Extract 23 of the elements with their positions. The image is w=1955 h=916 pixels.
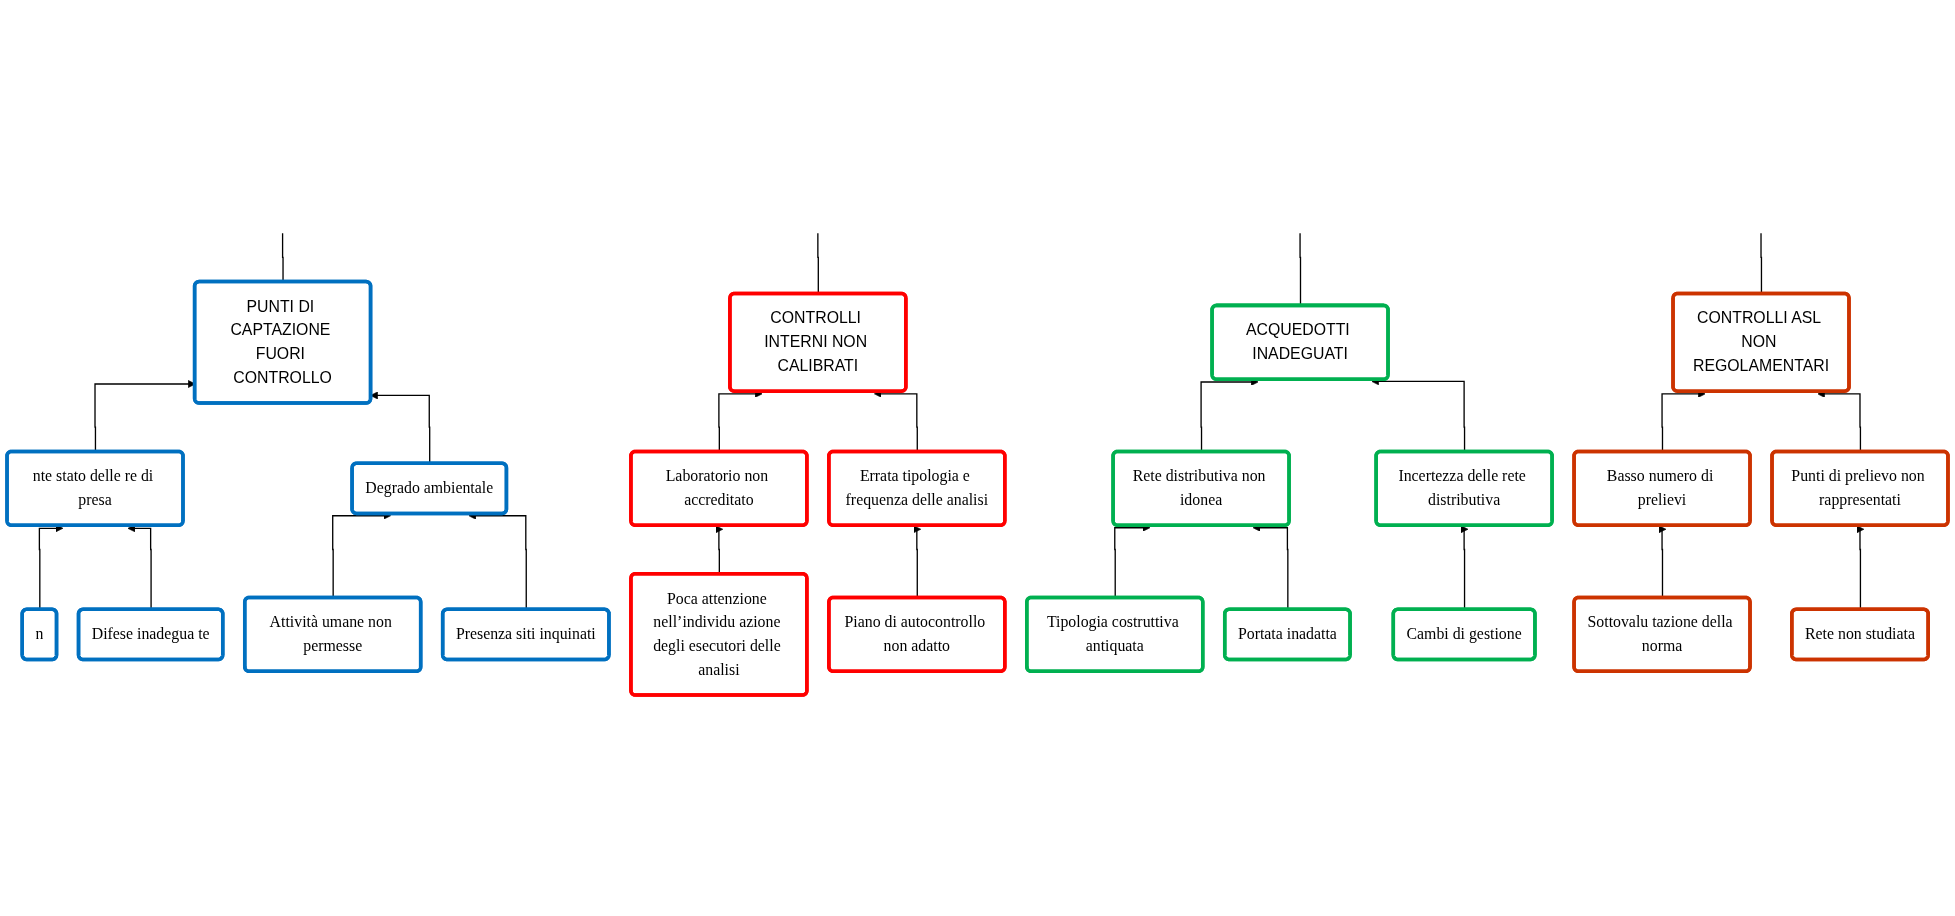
process-box: nte stato delle re di presa <box>5 449 185 528</box>
process-box: Attività umane non permesse <box>243 595 423 674</box>
process-box: Degrado ambientale <box>350 461 509 516</box>
process-box: Errata tipologia e frequenza delle analisi <box>827 449 1007 528</box>
process-box: Laboratorio non accreditato <box>629 449 809 528</box>
process-box: Portata inadatta <box>1223 607 1352 662</box>
process-box: PUNTI DI CAPTAZIONE FUORI CONTROLLO <box>192 279 373 405</box>
process-box: CONTROLLI ASL NON REGOLAMENTARI <box>1671 291 1851 393</box>
process-box: Sottovalu tazione della norma <box>1572 595 1752 674</box>
process-box: Poca attenzione nell’individu azione degli esecutori delle analisi <box>629 571 809 697</box>
process-box: n <box>20 607 59 662</box>
process-box: Tipologia costruttiva antiquata <box>1025 595 1205 674</box>
process-box: Rete distributiva non idonea <box>1111 449 1291 528</box>
process-box: Piano di autocontrollo non adatto <box>827 595 1007 674</box>
process-box: Difese inadegua te <box>76 607 225 662</box>
process-box: CONTROLLI INTERNI NON CALIBRATI <box>728 291 908 393</box>
process-box: ACQUEDOTTI INADEGUATI <box>1210 303 1390 381</box>
process-box: Incertezza delle rete distributiva <box>1374 449 1554 528</box>
process-box: Cambi di gestione <box>1391 607 1537 662</box>
process-box: Rete non studiata <box>1790 607 1930 662</box>
process-box: Basso numero di prelievi <box>1572 449 1752 528</box>
process-box: Punti di prelievo non rappresentati <box>1770 449 1950 528</box>
process-box: Presenza siti inquinati <box>440 607 611 662</box>
